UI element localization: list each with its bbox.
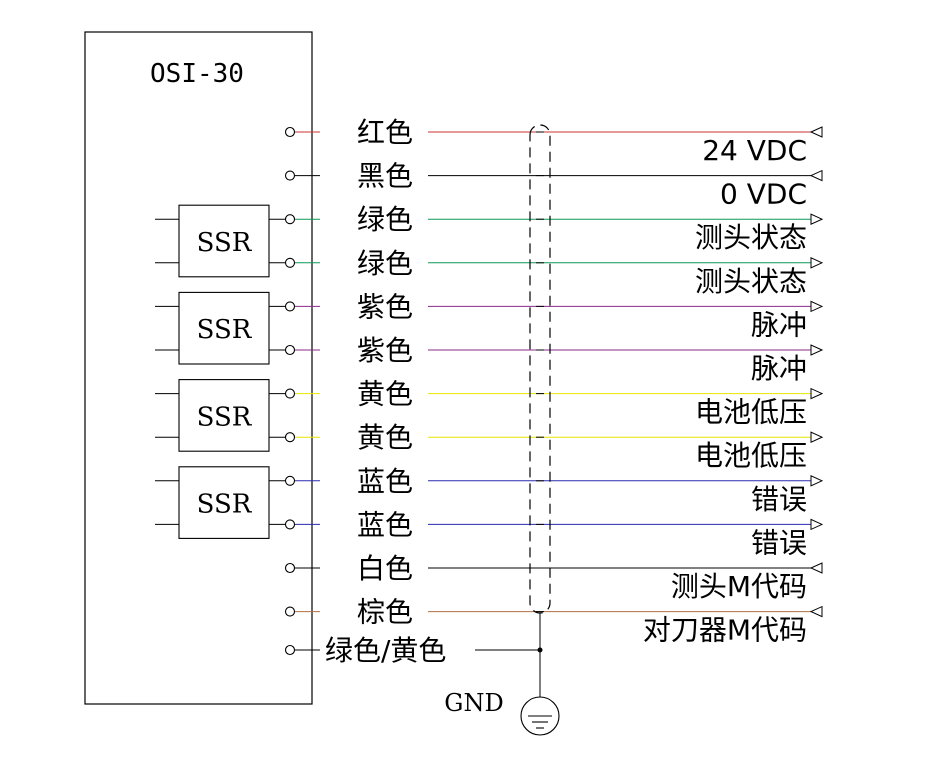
wire-color-label: 紫色 xyxy=(357,334,413,367)
terminal-ground xyxy=(284,644,296,656)
wire-color-label: 蓝色 xyxy=(357,508,413,541)
ssr-relay: SSR xyxy=(155,204,286,278)
ssr-group: SSR SSR SSR SSR xyxy=(155,204,286,539)
wire-color-label: 白色 xyxy=(357,552,413,585)
wire-color-label: 蓝色 xyxy=(357,465,413,498)
wire-color-label: 红色 xyxy=(357,116,413,149)
arrow-out-icon xyxy=(810,213,824,225)
wire-color-label: 黄色 xyxy=(357,421,413,454)
signal-label: 电池低压 xyxy=(695,439,807,472)
arrow-out-icon xyxy=(810,300,824,313)
ssr-relay: SSR xyxy=(155,379,286,452)
arrow-in-icon xyxy=(809,562,823,574)
signal-label: 脉冲 xyxy=(751,308,807,341)
terminal xyxy=(284,126,296,138)
gnd-label: GND xyxy=(444,689,503,717)
terminal xyxy=(284,606,296,617)
junction-dot xyxy=(537,647,543,653)
terminal xyxy=(284,432,296,443)
terminal xyxy=(284,519,296,530)
ssr-box xyxy=(178,466,270,539)
wire-row: 红色 24 VDC xyxy=(284,116,823,167)
signal-label: 测头状态 xyxy=(695,265,807,298)
ssr-label: SSR xyxy=(197,402,253,432)
terminal xyxy=(284,301,296,312)
ssr-label: SSR xyxy=(197,315,253,345)
wire-color-label: 黑色 xyxy=(357,160,413,193)
wire-color-label: 绿色 xyxy=(357,203,413,236)
arrow-out-icon xyxy=(810,518,824,531)
arrow-out-icon xyxy=(810,344,824,356)
ssr-label: SSR xyxy=(197,490,253,520)
arrow-in-icon xyxy=(809,169,823,182)
wire-color-label: 棕色 xyxy=(357,596,413,629)
terminal xyxy=(284,214,296,225)
terminal xyxy=(284,257,296,268)
arrow-in-icon xyxy=(809,605,823,618)
ssr-relay: SSR xyxy=(155,466,286,539)
arrow-in-icon xyxy=(809,126,823,138)
ssr-box xyxy=(178,291,270,365)
ground-wire-label: 绿色/黄色 xyxy=(325,634,446,667)
device-box xyxy=(84,31,313,705)
arrow-out-icon xyxy=(810,475,824,487)
ssr-relay: SSR xyxy=(155,291,286,365)
arrow-out-icon xyxy=(810,387,824,400)
wire-row: 黑色 0 VDC xyxy=(284,160,823,211)
ssr-label: SSR xyxy=(197,228,253,258)
cable-shield xyxy=(529,124,551,614)
device-title: OSI-30 xyxy=(150,59,244,89)
signal-label: 脉冲 xyxy=(751,352,807,385)
ssr-box xyxy=(178,204,270,278)
arrow-out-icon xyxy=(810,431,824,443)
signal-label: 错误 xyxy=(751,483,807,516)
signal-label: 测头状态 xyxy=(695,221,807,254)
signal-label: 测头M代码 xyxy=(671,570,807,603)
terminal xyxy=(284,475,296,486)
ssr-box xyxy=(178,379,270,452)
terminal xyxy=(284,562,296,574)
signal-label: 对刀器M代码 xyxy=(643,614,807,647)
terminal xyxy=(284,170,296,181)
ground-symbol xyxy=(520,696,560,736)
ground-wire: 绿色/黄色 xyxy=(284,613,543,697)
signal-label: 24 VDC xyxy=(702,134,807,167)
arrow-out-icon xyxy=(810,257,824,269)
wire-color-label: 紫色 xyxy=(357,290,413,323)
signal-label: 0 VDC xyxy=(720,178,807,211)
terminal xyxy=(284,344,296,356)
wire-color-label: 黄色 xyxy=(357,378,413,411)
wire-color-label: 绿色 xyxy=(357,247,413,280)
signal-label: 错误 xyxy=(751,526,807,559)
terminal xyxy=(284,388,296,399)
signal-label: 电池低压 xyxy=(695,396,807,429)
